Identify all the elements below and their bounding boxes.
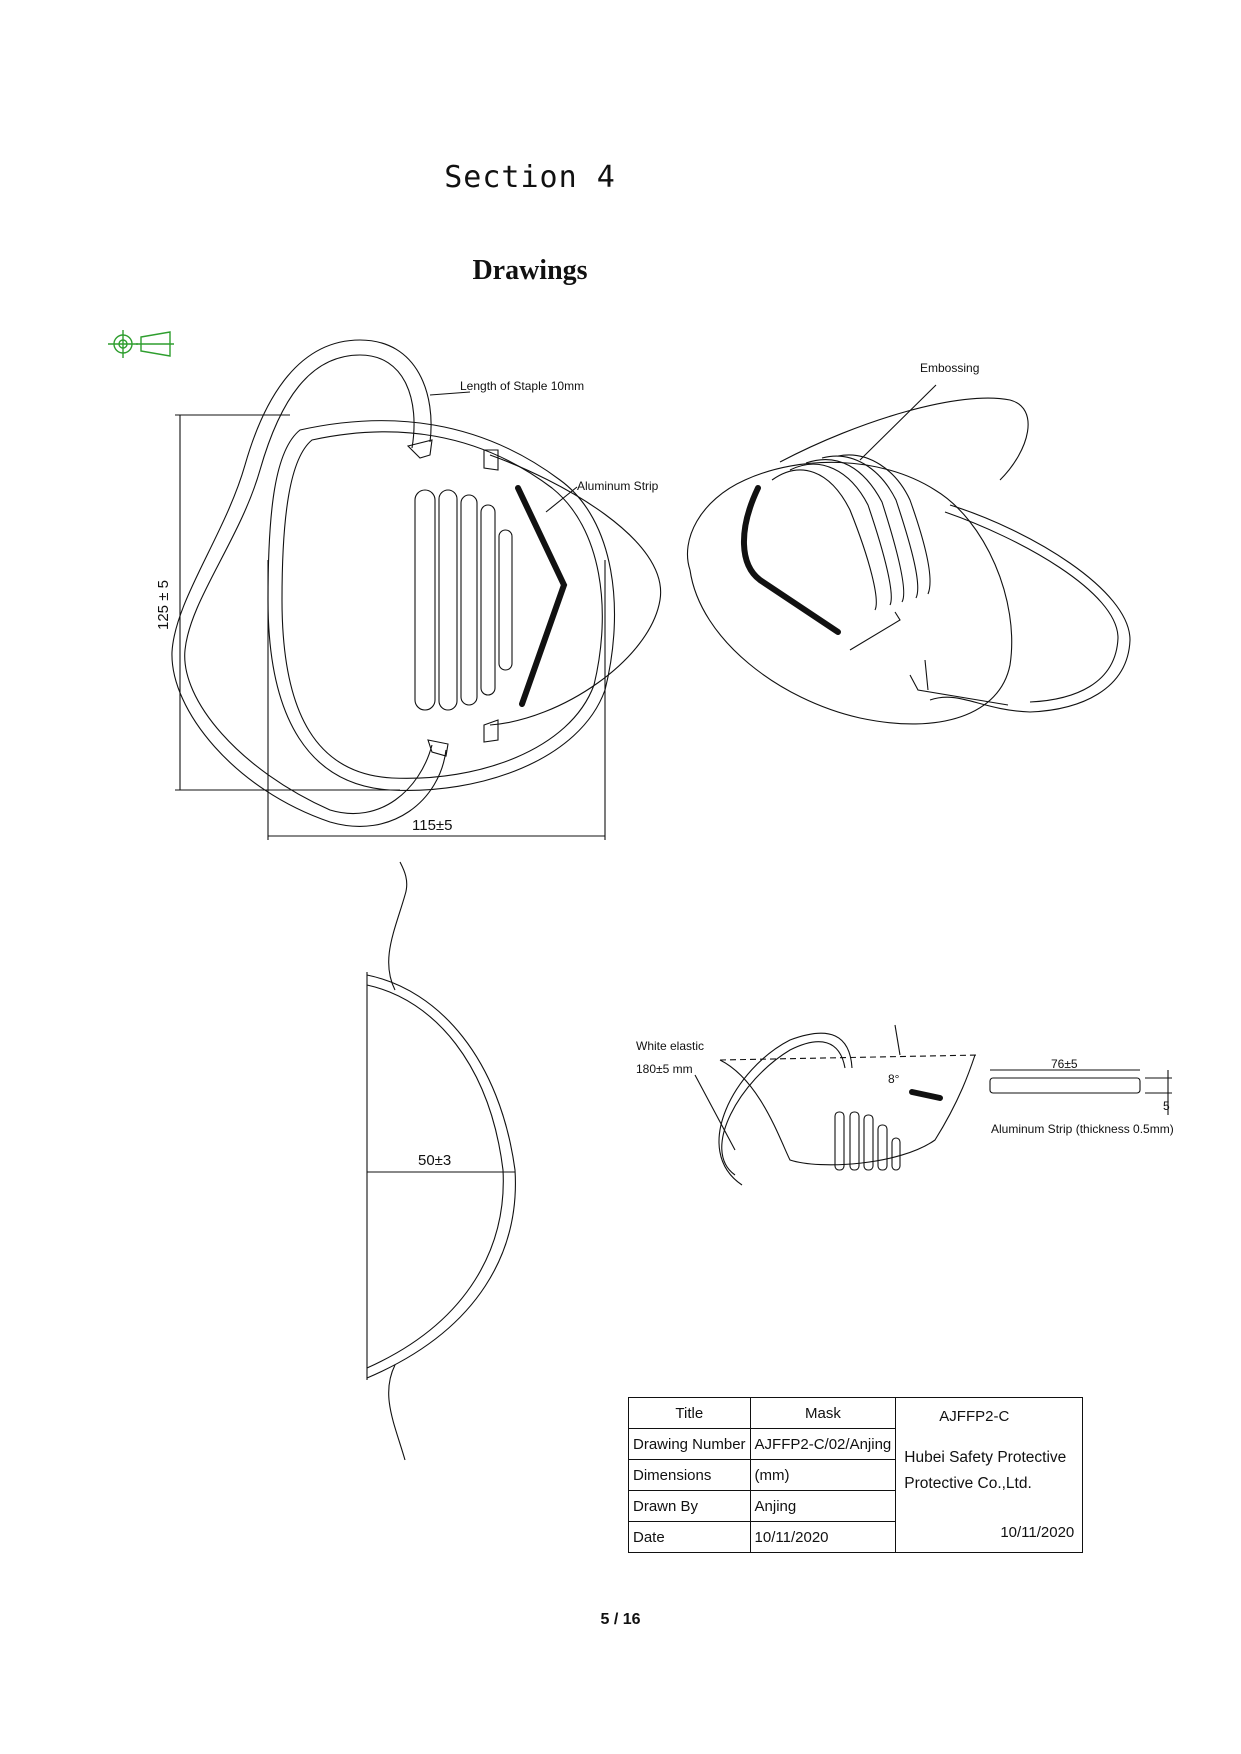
title-value: Mask — [749, 1397, 897, 1429]
projection-symbol-icon — [108, 330, 174, 358]
section-title: Section 4 — [444, 160, 616, 195]
company-line-2: Protective Co.,Ltd. — [904, 1475, 1032, 1492]
aluminum-strip-detail — [989, 1069, 1172, 1115]
embossing-label: Embossing — [920, 361, 979, 375]
side-date: 10/11/2020 — [1000, 1524, 1075, 1541]
angle-label: 8° — [888, 1072, 900, 1086]
title-block-side: AJFFP2-C Hubei Safety Protective Protect… — [895, 1397, 1084, 1553]
perspective-view — [686, 384, 1131, 725]
date-value: 10/11/2020 — [749, 1521, 897, 1553]
strip-length-label: 76±5 — [1051, 1057, 1078, 1071]
strip-caption: Aluminum Strip (thickness 0.5mm) — [991, 1122, 1174, 1136]
small-side-view — [694, 1024, 981, 1186]
company-line-1: Hubei Safety Protective — [904, 1449, 1067, 1466]
drawn-by-value: Anjing — [749, 1490, 897, 1522]
front-view — [171, 339, 662, 840]
dimensions-label: Dimensions — [628, 1459, 751, 1491]
depth-dimension: 50±3 — [418, 1152, 451, 1169]
drawing-number-label: Drawing Number — [628, 1428, 751, 1460]
staple-label: Length of Staple 10mm — [460, 379, 584, 393]
drawn-by-label: Drawn By — [628, 1490, 751, 1522]
drawing-number-value: AJFFP2-C/02/Anjing — [749, 1428, 897, 1460]
title-block: Title Mask AJFFP2-C Hubei Safety Protect… — [628, 1397, 1084, 1553]
drawings-title: Drawings — [472, 255, 588, 286]
elastic-length-label: 180±5 mm — [636, 1062, 693, 1076]
elastic-label: White elastic — [636, 1039, 704, 1053]
page-number: 5 / 16 — [600, 1611, 641, 1628]
aluminum-strip-label: Aluminum Strip — [577, 479, 659, 493]
product-code: AJFFP2-C — [939, 1408, 1010, 1425]
side-view — [366, 861, 516, 1461]
height-dimension: 125 ± 5 — [155, 580, 172, 630]
date-label: Date — [628, 1521, 751, 1553]
strip-thickness-label: 5 — [1163, 1099, 1170, 1113]
title-label: Title — [628, 1397, 751, 1429]
dimensions-value: (mm) — [749, 1459, 897, 1491]
width-dimension: 115±5 — [412, 817, 453, 834]
